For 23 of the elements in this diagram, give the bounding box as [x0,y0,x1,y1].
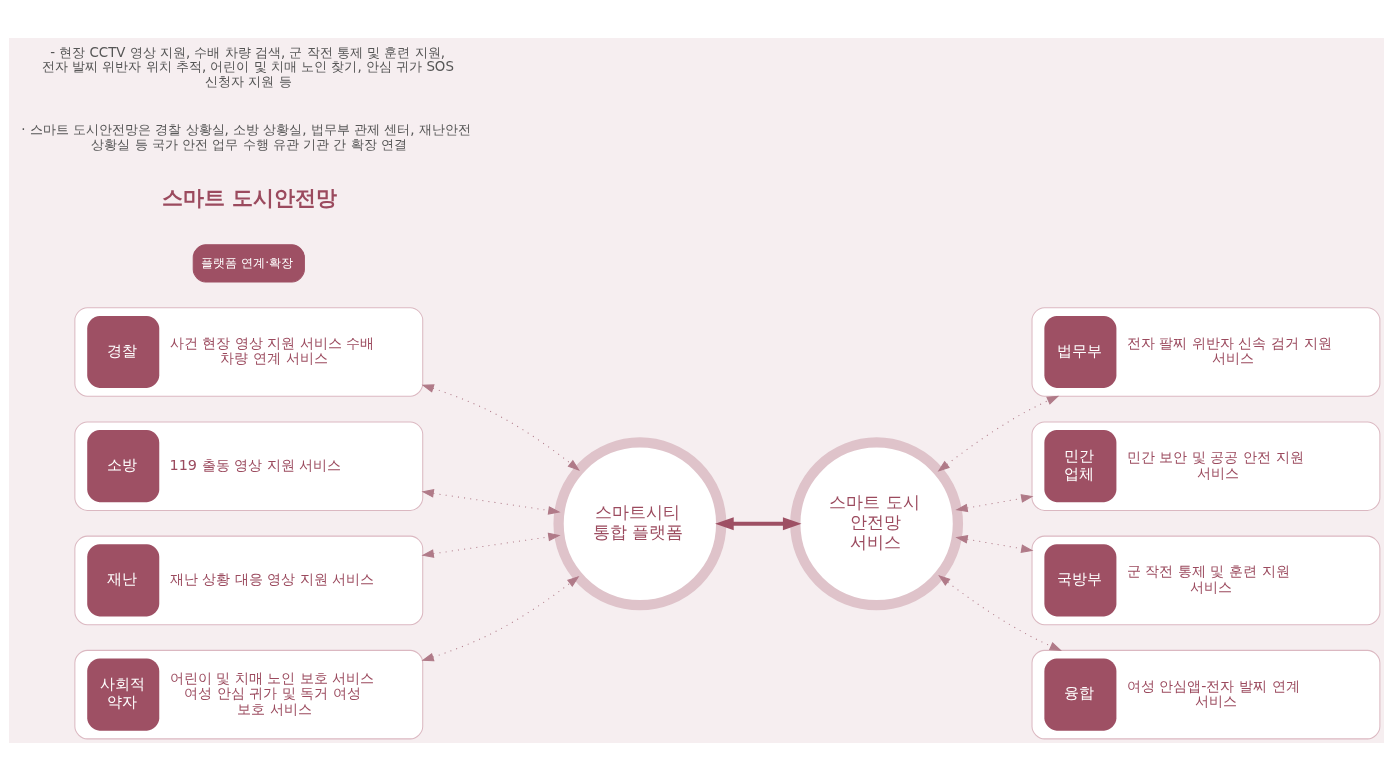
node-box: 민간 업체 민간 보안 및 공공 안전 지원 서비스 [1031,420,1380,511]
arrow [420,575,579,661]
arrow [954,534,1033,553]
node-box: 국방부 군 작전 통제 및 훈련 지원 서비스 [1031,535,1380,625]
node-circle: 스마트 도시 안전망 서비스 [789,436,963,610]
label: 플랫폼 연계·확장 [200,255,293,270]
node-box: 소방 119 출동 영상 지원 서비스 [73,420,423,511]
arrow [420,488,561,515]
label: · 스마트 도시안전망은 경찰 상황실, 소방 상황실, 법무부 관제 센터, 재난안전 상황실 등 국가 안전 업무 수행 유관 기관 간 확장 연결 [20,121,471,152]
arrow [714,516,801,530]
node-box: 법무부 전자 팔찌 위반자 신속 검거 지원 서비스 [1031,306,1380,397]
label: 스마트 도시안전망 [161,185,337,210]
arrow [937,395,1059,472]
label: - 현장 CCTV 영상 지원, 수배 차량 검색, 군 작전 통제 및 훈련 지원, 전자 발찌 위반자 위치 추적, 어린이 및 치매 노인 찾기, 안심 귀가 SOS 신청자 지원 등 [41,44,454,89]
arrow [954,493,1033,512]
node-box: 사회적 약자 어린이 및 치매 노인 보호 서비스 여성 안심 귀가 및 독거 여성 보호 서비스 [73,649,423,739]
node-box: 융합 여성 안심앱-전자 발찌 연계 서비스 [1031,649,1380,739]
node-box: 경찰 사건 현장 영상 지원 서비스 수배 차량 연계 서비스 [73,306,423,397]
arrow [420,532,561,558]
arrow [937,574,1062,651]
node-box: 재난 재난 상황 대응 영상 지원 서비스 [73,535,423,625]
arrow [421,383,580,471]
node-circle: 스마트시티 통합 플랫폼 [552,436,726,610]
